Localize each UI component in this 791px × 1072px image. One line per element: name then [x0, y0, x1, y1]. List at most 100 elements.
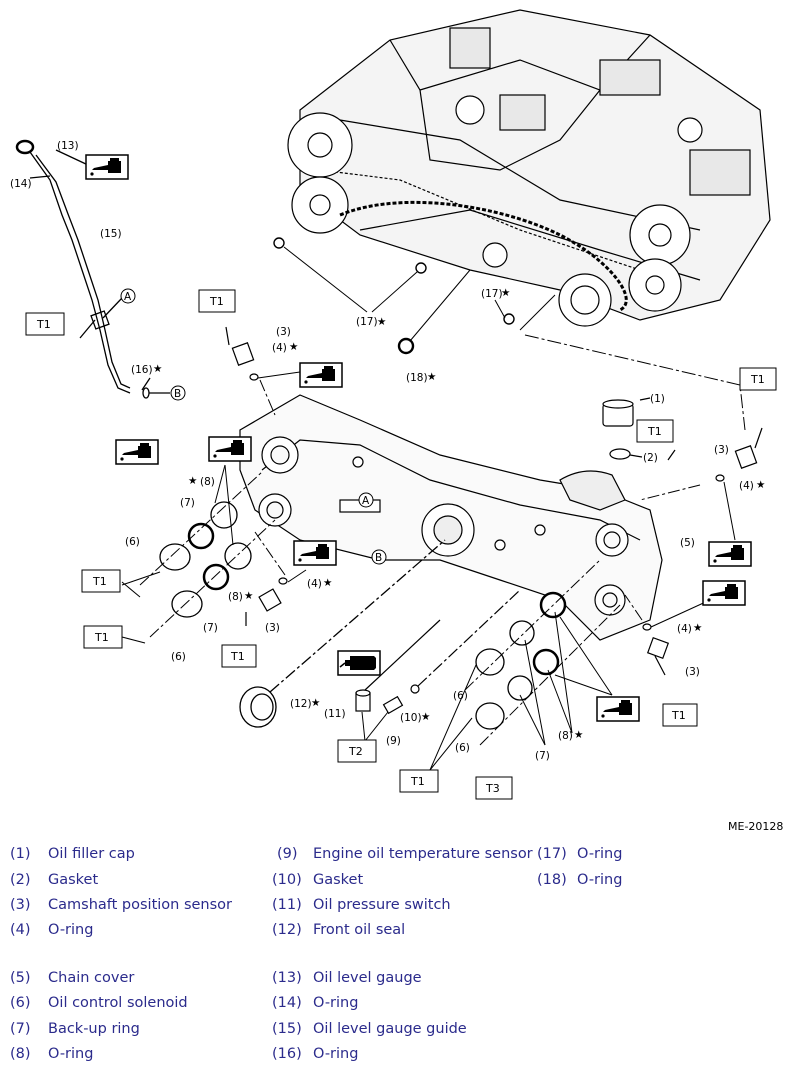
- legend-name: O-ring: [313, 1046, 359, 1062]
- callout-6: (6): [171, 651, 186, 663]
- oil-can-icon: [85, 154, 129, 180]
- legend-name: Gasket: [313, 872, 364, 888]
- callout-4: (4): [272, 342, 287, 354]
- star-mark: ★: [377, 316, 386, 328]
- legend-item: (8) O-ring: [10, 1046, 93, 1062]
- callout-4: (4): [307, 578, 322, 590]
- ref-letter-b: B: [174, 388, 181, 400]
- callout-15: (15): [100, 228, 122, 240]
- callout-7: (7): [535, 750, 550, 762]
- legend-name: Engine oil temperature sensor: [313, 846, 533, 862]
- o-ring-17-18: [273, 237, 515, 355]
- legend-item: (18) O-ring: [537, 872, 622, 888]
- legend-name: Oil control solenoid: [48, 995, 188, 1011]
- star-mark: ★: [244, 590, 253, 602]
- oil-control-solenoids-left: [159, 501, 252, 618]
- legend-item: (13) Oil level gauge: [272, 970, 422, 986]
- oil-can-icon: [708, 541, 752, 567]
- torque-t1: T1: [94, 631, 109, 644]
- torque-t1: T1: [750, 373, 765, 386]
- legend-item: (1) Oil filler cap: [10, 846, 135, 862]
- legend-name: O-ring: [48, 922, 94, 938]
- legend-number: (18): [537, 872, 567, 888]
- star-mark: ★: [311, 697, 320, 709]
- legend-item: (10) Gasket: [272, 872, 363, 888]
- callout-9: (9): [386, 735, 401, 747]
- oil-can-icon: [299, 362, 343, 388]
- legend-item: (9) Engine oil temperature sensor: [277, 846, 533, 862]
- callout-10: (10): [400, 712, 422, 724]
- legend-number: (12): [272, 922, 302, 938]
- torque-t2: T2: [348, 745, 363, 758]
- torque-t1: T1: [92, 575, 107, 588]
- legend-name: Gasket: [48, 872, 99, 888]
- star-mark: ★: [693, 622, 702, 634]
- torque-t1: T1: [671, 709, 686, 722]
- legend-item: (6) Oil control solenoid: [10, 995, 188, 1011]
- legend-item: (2) Gasket: [10, 872, 98, 888]
- legend-name: Camshaft position sensor: [48, 897, 233, 913]
- star-mark: ★: [421, 711, 430, 723]
- callout-14: (14): [10, 178, 32, 190]
- legend-item: (7) Back-up ring: [10, 1021, 140, 1037]
- torque-labels: [25, 289, 777, 800]
- callout-1: (1): [650, 393, 665, 405]
- legend-name: Oil filler cap: [48, 846, 135, 862]
- legend-item: (5) Chain cover: [10, 970, 134, 986]
- legend-number: (11): [272, 897, 302, 913]
- exploded-parts-diagram: T1 T1 T1 T1 T1 T1 T1 T1 T2 T1 T3 A B A B…: [10, 9, 777, 800]
- legend-number: (7): [10, 1021, 31, 1037]
- star-mark: ★: [289, 341, 298, 353]
- legend-name: O-ring: [313, 995, 359, 1011]
- oil-can-icon: [293, 540, 337, 566]
- legend-number: (14): [272, 995, 302, 1011]
- legend-name: Front oil seal: [313, 922, 406, 938]
- callout-11: (11): [324, 708, 346, 720]
- callout-6: (6): [455, 742, 470, 754]
- legend-number: (2): [10, 872, 31, 888]
- callout-16: (16): [131, 364, 153, 376]
- ref-letter-a: A: [362, 495, 370, 507]
- star-mark: ★: [427, 371, 436, 383]
- oil-filler-cap: [602, 397, 651, 460]
- callout-6: (6): [125, 536, 140, 548]
- callout-8: (8): [558, 730, 573, 742]
- torque-t3: T3: [485, 782, 500, 795]
- oil-can-icon: [208, 436, 252, 462]
- legend-name: O-ring: [577, 872, 623, 888]
- legend-item: (16) O-ring: [272, 1046, 358, 1062]
- star-mark: ★: [323, 577, 332, 589]
- legend-name: Oil level gauge guide: [313, 1021, 467, 1037]
- callout-17: (17): [481, 288, 503, 300]
- figure-id: ME-20128: [728, 820, 784, 833]
- callout-13: (13): [57, 140, 79, 152]
- legend-number: (6): [10, 995, 31, 1011]
- torque-t1: T1: [209, 295, 224, 308]
- legend-name: Oil level gauge: [313, 970, 422, 986]
- callout-3: (3): [685, 666, 700, 678]
- legend-number: (4): [10, 922, 31, 938]
- ref-letter-b: B: [375, 552, 382, 564]
- legend-number: (15): [272, 1021, 302, 1037]
- legend-number: (8): [10, 1046, 31, 1062]
- legend-number: (1): [10, 846, 31, 862]
- legend-item: (15) Oil level gauge guide: [272, 1021, 467, 1037]
- legend-item: (11) Oil pressure switch: [272, 897, 451, 913]
- callout-3: (3): [265, 622, 280, 634]
- callout-7: (7): [203, 622, 218, 634]
- camshaft-position-sensors: [225, 326, 763, 676]
- callout-8: (8): [228, 591, 243, 603]
- callout-2: (2): [643, 452, 658, 464]
- star-mark: ★: [756, 479, 765, 491]
- callout-4: (4): [677, 623, 692, 635]
- callout-8: (8): [200, 476, 215, 488]
- ref-letter-a: A: [124, 291, 132, 303]
- callout-3: (3): [714, 444, 729, 456]
- legend-item: (4) O-ring: [10, 922, 93, 938]
- torque-t1: T1: [230, 650, 245, 663]
- torque-t1: T1: [410, 775, 425, 788]
- callout-18: (18): [406, 372, 428, 384]
- legend-number: (17): [537, 846, 567, 862]
- legend-number: (13): [272, 970, 302, 986]
- legend-name: O-ring: [48, 1046, 94, 1062]
